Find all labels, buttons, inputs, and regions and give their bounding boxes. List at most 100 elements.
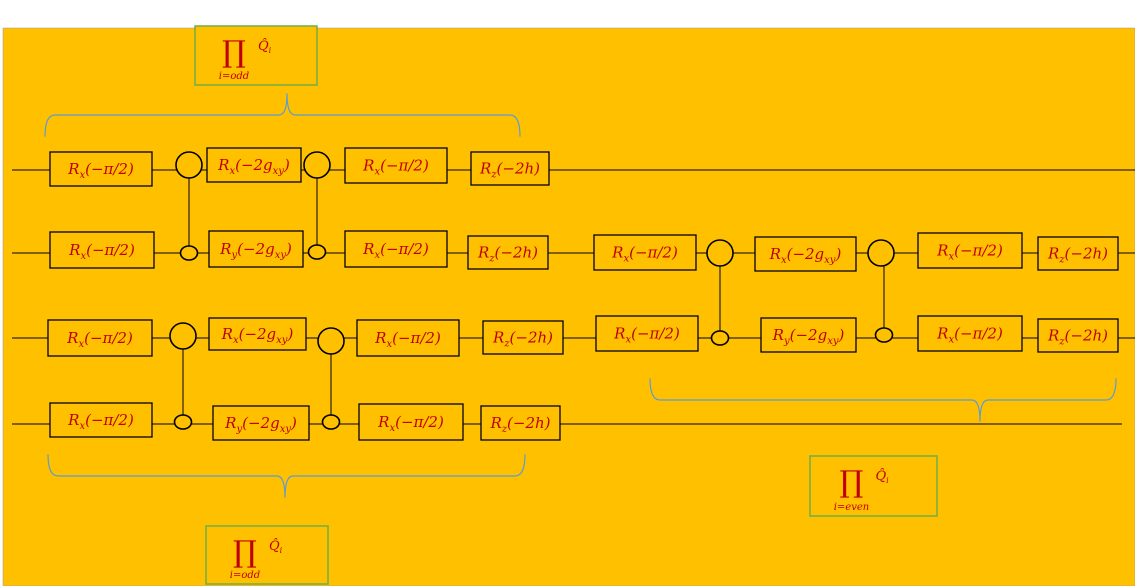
gate-ryg-5: Ry(−2gxy) <box>208 230 304 268</box>
brace-odd-bottom <box>47 454 526 498</box>
product-index: i=odd <box>219 71 249 82</box>
gate-label: Rx(−2gxy) <box>217 156 290 177</box>
product-symbol: ∏ <box>222 35 246 70</box>
gate-box <box>344 147 448 184</box>
gate-box <box>208 317 307 351</box>
gate-label: Ry(−2gxy) <box>224 414 297 435</box>
gate-label: Ry(−2gxy) <box>772 326 845 347</box>
gate-box <box>595 315 699 352</box>
gate-rxpi-12: Rx(−π/2) <box>47 319 153 357</box>
gate-label: Rz(−2h) <box>1047 245 1108 266</box>
product-symbol: ∏ <box>233 535 257 570</box>
target-node <box>303 151 331 179</box>
gate-box <box>356 319 460 357</box>
product-symbol: ∏ <box>840 465 864 500</box>
gate-rxpi-4: Rx(−π/2) <box>49 231 155 269</box>
target-node <box>867 239 895 267</box>
gate-label: Rx(−π/2) <box>67 160 134 181</box>
gate-label: Rx(−π/2) <box>67 411 134 432</box>
gate-box <box>49 151 153 187</box>
control-node <box>179 245 199 261</box>
gate-rxpi-20: Rx(−π/2) <box>49 402 153 438</box>
controlled-links <box>182 165 885 422</box>
gate-rxg-13: Rx(−2gxy) <box>208 317 307 351</box>
gate-label: Rx(−π/2) <box>362 157 429 178</box>
gate-box <box>917 315 1023 352</box>
gate-box <box>470 151 550 186</box>
product-box-border <box>194 25 318 86</box>
gate-rxpi-10: Rx(−π/2) <box>917 232 1023 269</box>
gate-rxpi-0: Rx(−π/2) <box>49 151 153 187</box>
gate-box <box>917 232 1023 269</box>
gate-box <box>760 317 857 353</box>
gate-rxpi-8: Rx(−π/2) <box>593 234 697 271</box>
gate-box <box>358 403 464 441</box>
gate-label: Rx(−π/2) <box>66 329 133 350</box>
gate-box <box>480 405 561 441</box>
gate-rzh-15: Rz(−2h) <box>482 320 564 355</box>
product-index: i=odd <box>230 570 260 581</box>
diagram-background <box>2 27 1135 586</box>
control-node <box>710 330 730 346</box>
gate-label: Rz(−2h) <box>479 160 540 181</box>
gate-label: Rx(−π/2) <box>936 325 1003 346</box>
target-node <box>169 322 197 350</box>
gate-label: Rx(−π/2) <box>362 240 429 261</box>
target-node <box>175 151 203 179</box>
product-label-even: ∏ Q̂i i=even <box>809 455 938 517</box>
brace-even <box>649 378 1117 422</box>
gate-label: Rx(−π/2) <box>613 325 680 346</box>
gate-label: Rz(−2h) <box>1047 327 1108 348</box>
gate-label: Rx(−π/2) <box>374 329 441 350</box>
gate-rxpi-18: Rx(−π/2) <box>917 315 1023 352</box>
product-operator: Q̂i <box>258 38 272 55</box>
gate-rxpi-14: Rx(−π/2) <box>356 319 460 357</box>
gate-label: Rx(−π/2) <box>936 242 1003 263</box>
gate-label: Ry(−2gxy) <box>219 240 292 261</box>
product-operator: Q̂i <box>269 538 283 555</box>
gate-box <box>49 231 155 269</box>
gate-box <box>467 235 549 270</box>
gate-rxpi-2: Rx(−π/2) <box>344 147 448 184</box>
gate-rxpi-16: Rx(−π/2) <box>595 315 699 352</box>
gate-label: Rz(−2h) <box>489 414 550 435</box>
control-node <box>307 244 327 260</box>
control-node <box>874 327 894 343</box>
gate-box <box>1037 236 1119 271</box>
control-node <box>321 414 341 430</box>
control-node <box>173 414 193 430</box>
product-box-border <box>205 525 329 585</box>
gate-label: Rx(−2gxy) <box>221 325 294 346</box>
gate-rzh-11: Rz(−2h) <box>1037 236 1119 271</box>
gate-rxpi-22: Rx(−π/2) <box>358 403 464 441</box>
gate-rzh-3: Rz(−2h) <box>470 151 550 186</box>
gate-label: Rx(−π/2) <box>68 241 135 262</box>
gate-rzh-19: Rz(−2h) <box>1037 318 1119 353</box>
gate-ryg-21: Ry(−2gxy) <box>212 405 310 441</box>
target-node <box>317 327 345 355</box>
gate-box <box>212 405 310 441</box>
gate-label: Rx(−π/2) <box>377 413 444 434</box>
gate-rxg-1: Rx(−2gxy) <box>206 147 302 183</box>
gate-rxpi-6: Rx(−π/2) <box>344 230 448 268</box>
gate-box <box>344 230 448 268</box>
gate-ryg-17: Ry(−2gxy) <box>760 317 857 353</box>
gate-rzh-23: Rz(−2h) <box>480 405 561 441</box>
gate-rzh-7: Rz(−2h) <box>467 235 549 270</box>
gate-box <box>482 320 564 355</box>
product-operator: Q̂i <box>876 468 890 485</box>
product-index: i=even <box>834 502 870 513</box>
target-node <box>706 239 734 267</box>
gate-label: Rz(−2h) <box>477 244 538 265</box>
brace-odd-top <box>44 93 521 137</box>
gate-box <box>1037 318 1119 353</box>
gate-label: Rx(−π/2) <box>611 244 678 265</box>
gate-box <box>593 234 697 271</box>
product-box-border <box>809 455 938 517</box>
gate-box <box>206 147 302 183</box>
gate-label: Rz(−2h) <box>492 329 553 350</box>
product-label-odd-top: ∏ Q̂i i=odd <box>194 25 318 86</box>
gate-label: Rx(−2gxy) <box>769 245 842 266</box>
gate-box <box>754 236 857 272</box>
